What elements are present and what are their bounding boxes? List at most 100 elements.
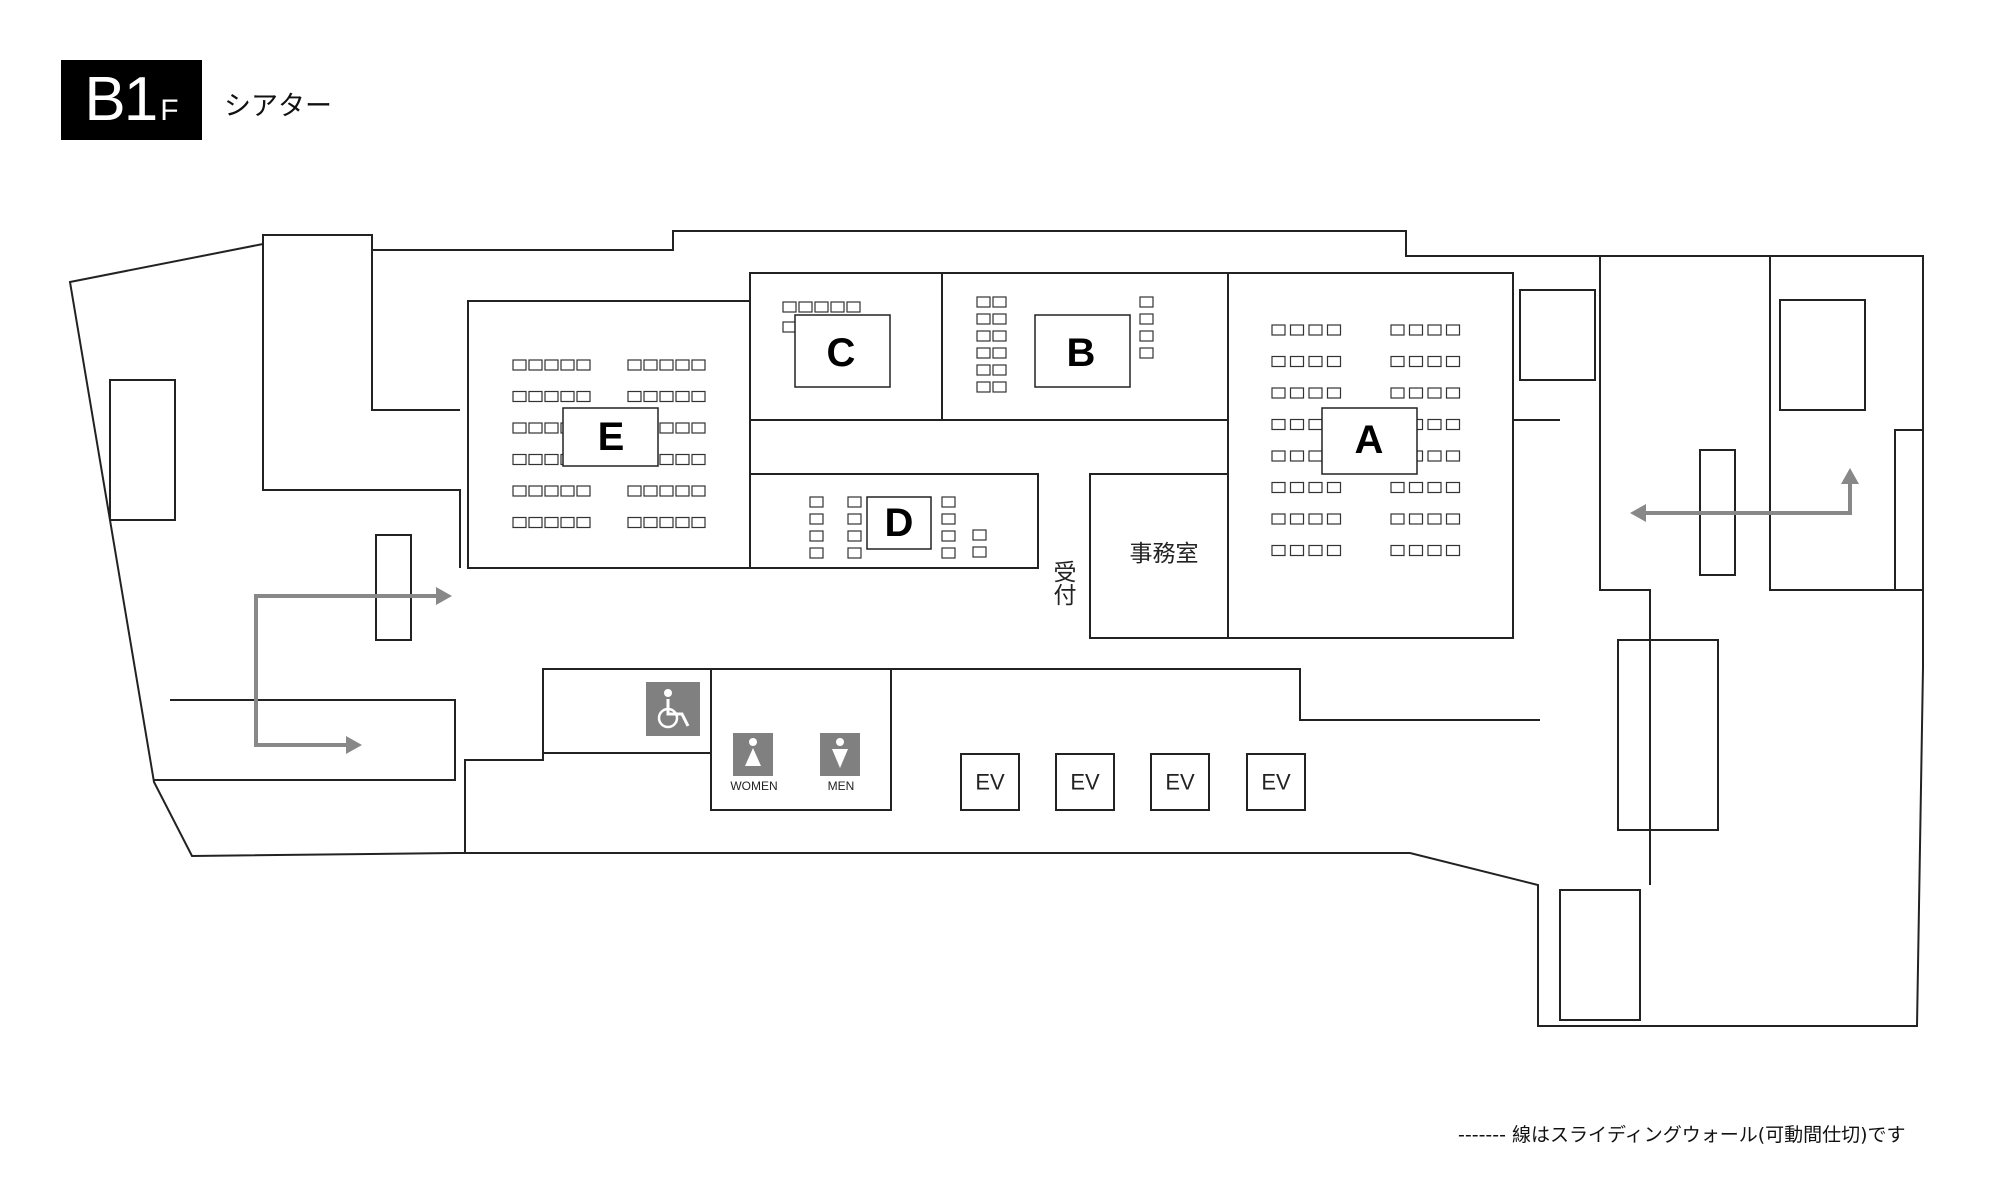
seat [1427, 544, 1442, 557]
seat [1326, 513, 1342, 525]
seat [528, 453, 543, 466]
seat [1289, 324, 1305, 336]
seat [976, 330, 991, 342]
seat [847, 513, 862, 525]
seat [1408, 387, 1424, 399]
seat [1308, 481, 1323, 494]
seat [1427, 355, 1442, 368]
seat [1326, 324, 1342, 336]
seat [691, 359, 706, 371]
seat [675, 485, 690, 497]
men-label: MEN [828, 779, 855, 793]
seat [1408, 324, 1424, 336]
seat [1271, 387, 1286, 399]
wheelchair-icon [646, 682, 700, 736]
seat [1139, 330, 1154, 342]
seat [691, 453, 706, 466]
seat [1445, 513, 1461, 525]
seat [814, 301, 829, 313]
seat [1289, 450, 1305, 462]
seat [1427, 513, 1442, 525]
women-label: WOMEN [730, 779, 777, 793]
seat [560, 359, 575, 371]
seat [512, 485, 527, 497]
seat [643, 359, 658, 371]
seat [1445, 481, 1461, 494]
legend-dash: ------- [1458, 1124, 1506, 1146]
seat [1408, 355, 1424, 368]
seat [1427, 450, 1442, 462]
elevator-label: EV [1165, 770, 1195, 795]
seat [643, 485, 658, 497]
seat [627, 359, 642, 371]
office[interactable] [1089, 473, 1229, 639]
seat [659, 359, 674, 371]
seat [992, 313, 1007, 325]
seat [782, 301, 797, 313]
seat [1271, 481, 1286, 494]
seat [1427, 481, 1442, 494]
seat [1308, 544, 1323, 557]
room-c-label: C [827, 331, 856, 375]
seat [675, 390, 690, 403]
seat [1427, 387, 1442, 399]
seat [1308, 387, 1323, 399]
seat [1308, 450, 1323, 462]
seat [1445, 355, 1461, 368]
seat [1445, 450, 1461, 462]
seat [1139, 313, 1154, 325]
seat [528, 422, 543, 434]
seat [976, 347, 991, 359]
seat [847, 547, 862, 559]
seat [512, 453, 527, 466]
seat [1445, 324, 1461, 336]
legend-text: 線はスライディングウォール(可動間仕切)です [1512, 1124, 1906, 1146]
seat [992, 381, 1007, 393]
room-e-label: E [598, 415, 625, 459]
seat [544, 516, 559, 529]
seat [1289, 418, 1305, 431]
seat [1326, 355, 1342, 368]
seat [691, 485, 706, 497]
seat [1390, 544, 1405, 557]
seat [512, 516, 527, 529]
seat [560, 516, 575, 529]
seat [691, 422, 706, 434]
seat [1289, 544, 1305, 557]
seat [1408, 481, 1424, 494]
floor-number: B1 [84, 65, 158, 134]
seat [992, 364, 1007, 376]
seat [1289, 481, 1305, 494]
seat [560, 390, 575, 403]
legend: ------- 線はスライディングウォール(可動間仕切)です [1458, 1120, 1906, 1147]
seat [1271, 355, 1286, 368]
elevators: EV EV EV EV [960, 753, 1306, 811]
seat [1308, 418, 1323, 431]
seat [512, 390, 527, 403]
seat [1427, 324, 1442, 336]
room-d-label: D [885, 501, 914, 545]
seat [972, 546, 987, 558]
seat [528, 390, 543, 403]
seat [1308, 355, 1323, 368]
seat [941, 513, 956, 525]
seat [659, 516, 674, 529]
seat [1326, 544, 1342, 557]
seat [576, 359, 591, 371]
seat [1289, 387, 1305, 399]
seat [528, 485, 543, 497]
seat [847, 530, 862, 542]
seat [782, 321, 797, 333]
seat [675, 422, 690, 434]
seat [512, 422, 527, 434]
seat [809, 513, 824, 525]
room-b-label: B [1067, 331, 1096, 375]
seat [992, 347, 1007, 359]
seat [941, 496, 956, 508]
seat [576, 390, 591, 403]
seat [1271, 418, 1286, 431]
seat [1271, 324, 1286, 336]
seat [1445, 418, 1461, 431]
seat [1445, 544, 1461, 557]
seat [643, 516, 658, 529]
